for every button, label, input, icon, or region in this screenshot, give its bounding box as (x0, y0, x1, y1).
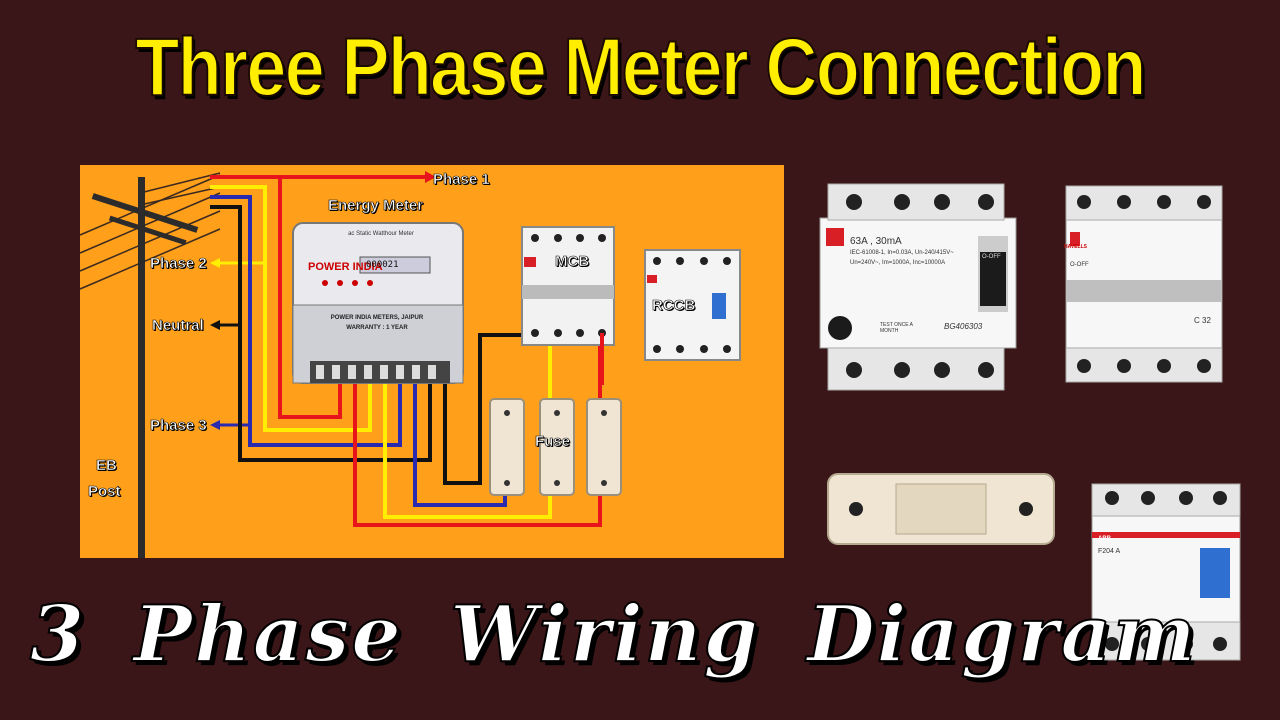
label-mcb: MCB (555, 253, 590, 271)
label-phase1: Phase 1 (433, 171, 490, 189)
mcb-device (521, 226, 615, 346)
rccb-lt-standard: IEC-61008-1, In=0.03A, Un-240/415V~ (850, 250, 954, 256)
mcb-havells-brand: HAVELLS (1064, 244, 1087, 250)
label-fuse: Fuse (535, 433, 571, 451)
energy-meter (292, 222, 464, 384)
meter-brand: POWER INDIA (308, 261, 383, 273)
mcb-havells-state: O-OFF (1070, 262, 1089, 268)
rccb-abb-brand: ABB (1098, 536, 1111, 542)
fuse-units (489, 398, 622, 496)
rccb-lt-state: O-OFF (982, 254, 1001, 260)
rccb-lt-model: BG406303 (944, 322, 983, 331)
label-neutral: Neutral (152, 317, 204, 335)
meter-maker: POWER INDIA METERS, JAIPUR (330, 315, 424, 321)
wire-phase1 (210, 175, 342, 419)
meter-reading: 000021 (366, 260, 399, 270)
eb-post-pole (138, 177, 145, 558)
rccb-lt-spec: Un=240V~, Im=1000A, Inc=10000A (850, 260, 946, 266)
rccb-abb-photo (1091, 483, 1241, 661)
fuse-carrier-photo (827, 473, 1055, 545)
label-post: Post (88, 483, 121, 501)
wire-phase2 (210, 185, 372, 432)
meter-warranty: WARRANTY : 1 YEAR (346, 325, 408, 331)
wiring-svg (80, 171, 741, 558)
mcb-havells-rating: C 32 (1194, 316, 1211, 325)
label-rccb: RCCB (652, 297, 696, 315)
overhead-lines (80, 172, 221, 290)
rccb-abb-model: F204 A (1098, 548, 1121, 555)
wire-phase3 (210, 195, 402, 447)
rccb-lt-rating: 63A , 30mA (850, 236, 902, 247)
mcb-havells-photo (1065, 185, 1223, 383)
rccb-device (644, 249, 741, 361)
label-energy-meter: Energy Meter (328, 197, 424, 215)
page-title: Three Phase Meter Connection (134, 21, 1147, 114)
meter-header: ac Static Watthour Meter (348, 231, 414, 237)
label-eb: EB (96, 457, 117, 475)
wire-neutral (210, 205, 432, 462)
page-subtitle: 3 Phase Wiring Diagram (29, 588, 1198, 681)
rccb-lt-photo (819, 183, 1017, 391)
label-phase2: Phase 2 (150, 255, 207, 273)
eb-post-crossarm (91, 193, 199, 233)
label-phase3: Phase 3 (150, 417, 207, 435)
rccb-lt-test: TEST ONCE A MONTH (880, 322, 913, 334)
wiring-diagram: Phase 1 Energy Meter Phase 2 Neutral Pha… (80, 165, 784, 558)
